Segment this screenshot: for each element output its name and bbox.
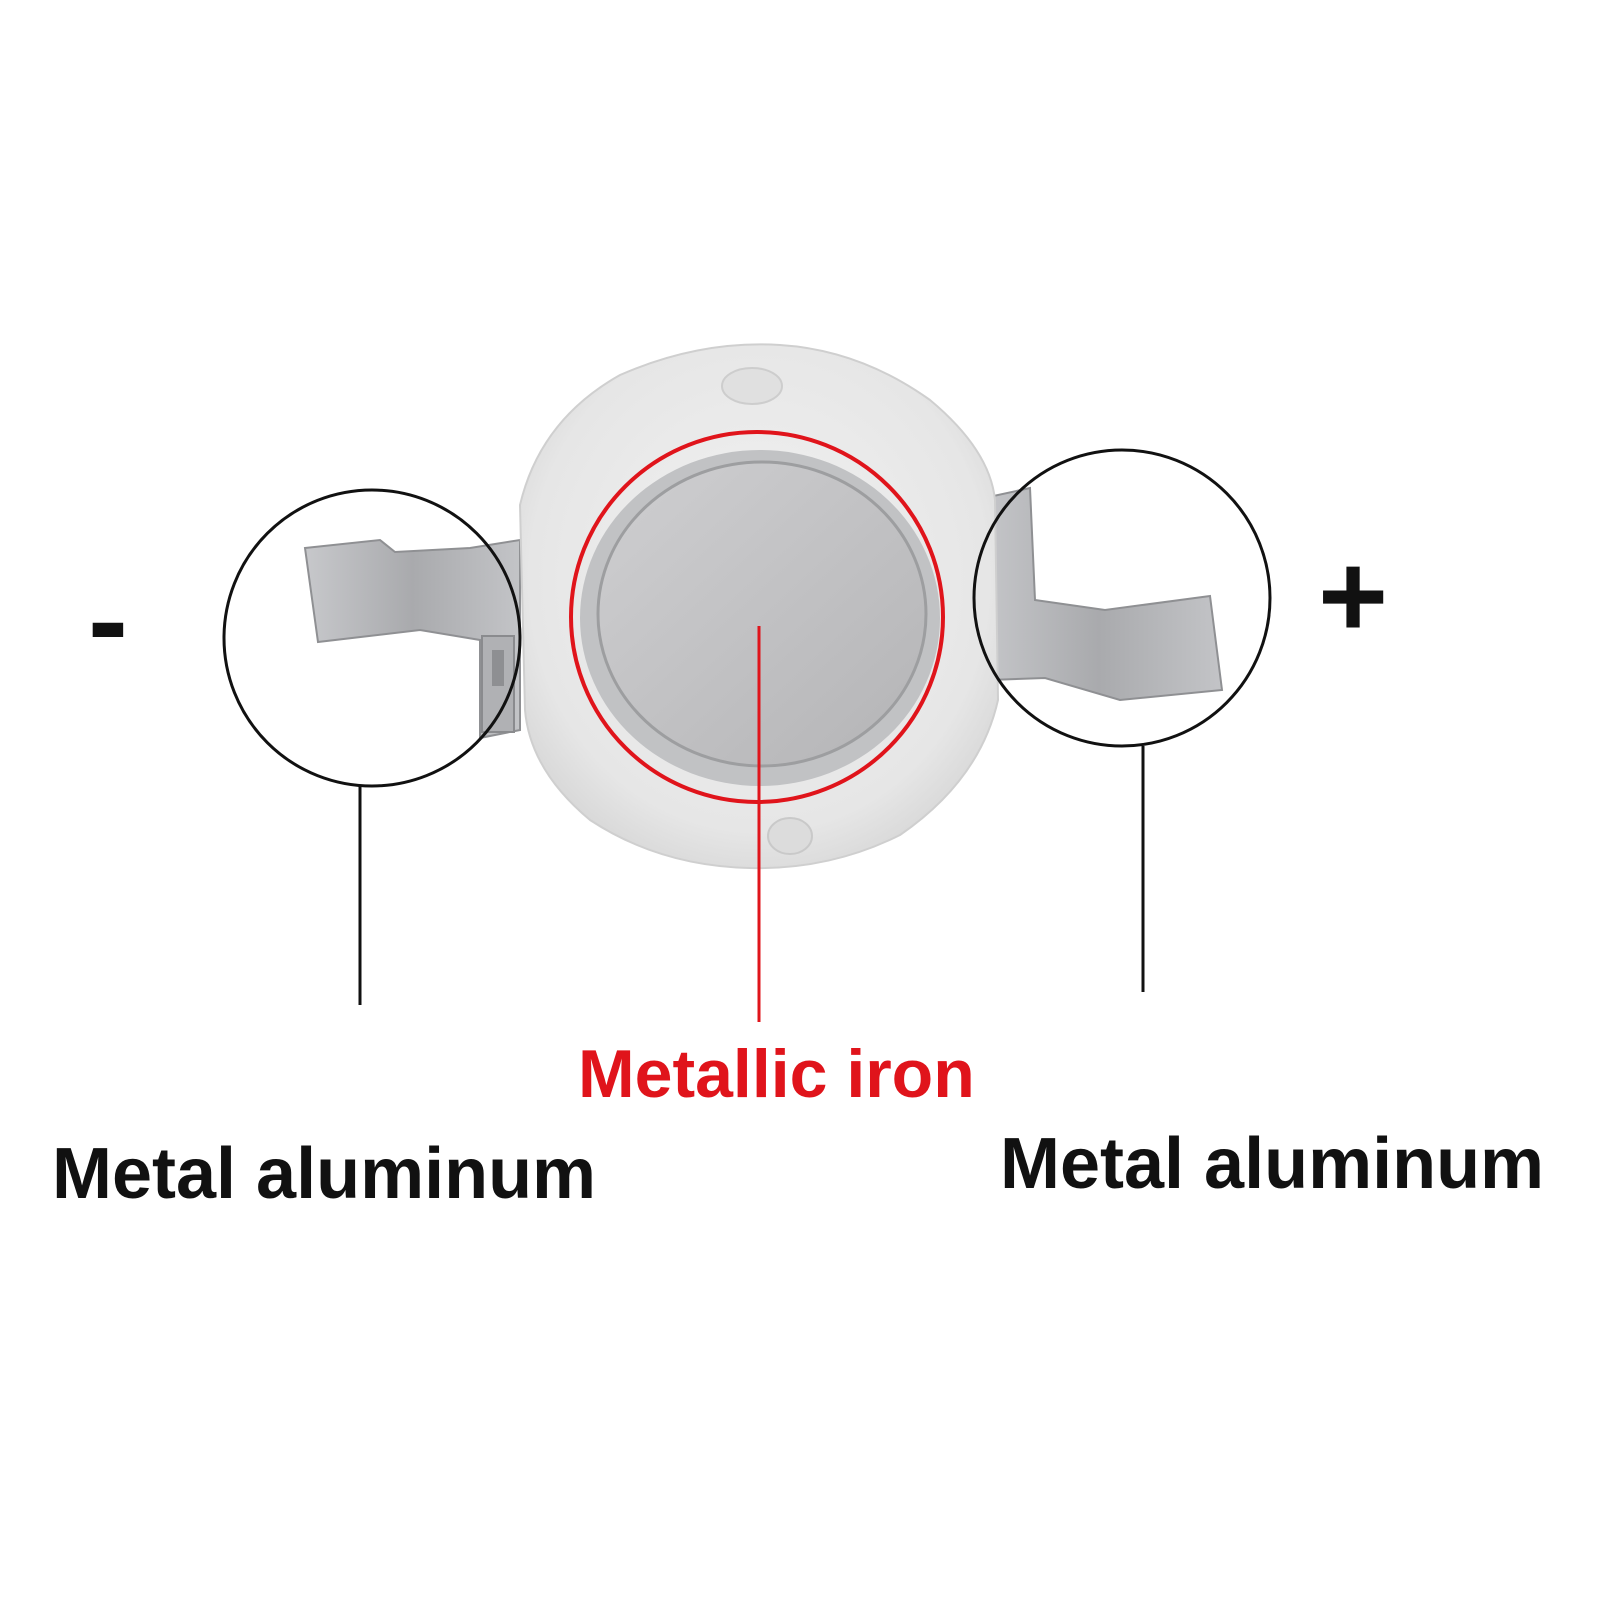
right-callout-circle	[972, 448, 1272, 748]
center-pad-label: Metallic iron	[578, 1036, 975, 1112]
center-callout-circle	[569, 430, 945, 804]
right-pin-label: Metal aluminum	[1000, 1124, 1545, 1204]
left-pin	[303, 538, 521, 740]
right-pin	[973, 486, 1224, 702]
positive-terminal-sign: +	[1318, 529, 1389, 663]
left-callout-circle	[222, 488, 522, 788]
left-pin-label: Metal aluminum	[52, 1134, 597, 1214]
negative-terminal-sign: -	[88, 553, 128, 687]
metal-pad	[580, 450, 940, 786]
